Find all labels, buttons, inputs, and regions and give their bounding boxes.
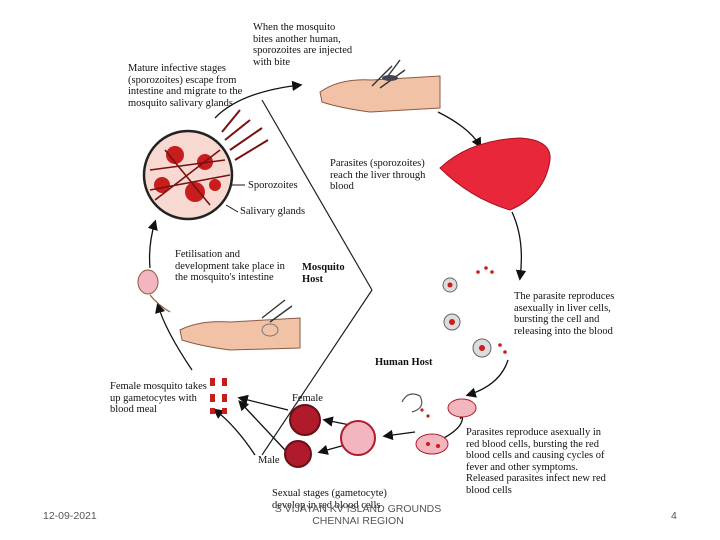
arrow-up-to-intestine [155, 302, 193, 371]
arrow-rbc-to-cell [382, 429, 416, 441]
rbc-large-cell [340, 420, 376, 456]
arrow-liver-to-cells [511, 211, 527, 281]
arrow-intestine-to-glands [147, 219, 158, 269]
label-mosquito-host: Mosquito Host [302, 262, 345, 285]
rbc-cells-illustration [401, 393, 477, 455]
label-mature: Mature infective stages (sporozoites) es… [128, 63, 243, 109]
label-sexual-stages: Sexual stages (gametocyte) develop in re… [272, 488, 387, 511]
label-female: Female [292, 393, 323, 404]
label-male: Male [258, 455, 280, 466]
liver-illustration [439, 137, 551, 211]
host-divider [261, 99, 373, 291]
label-salivary-glands: Salivary glands [240, 206, 306, 217]
liver-cells-illustration [442, 266, 507, 358]
salivary-gland-illustration [142, 109, 269, 221]
footer-date: 12-09-2021 [43, 510, 97, 522]
arrow-glands-to-bite [214, 80, 303, 119]
label-rbc-reproduction: Parasites reproduce asexually in red blo… [466, 427, 606, 496]
arrow-cell-to-male [317, 444, 346, 455]
arrow-liver-to-rbc [465, 359, 509, 398]
arrow-male-to-mosq [238, 400, 286, 451]
label-fertilisation: Fetilisation and development take place … [175, 249, 285, 283]
lower-hand-illustration [179, 299, 301, 351]
label-sporozoites: Sporozoites [248, 180, 298, 191]
female-gametocyte-cell [289, 404, 321, 436]
arrow-cell-to-female [322, 416, 351, 427]
footer-org: S VIJAYAN KV ISLAND GROUNDS CHENNAI REGI… [274, 503, 442, 527]
top-hand-illustration [319, 59, 441, 113]
label-liver-reproduction: The parasite reproduces asexually in liv… [514, 291, 615, 337]
male-gametocyte-cell [284, 440, 312, 468]
gametocytes-illustration [210, 378, 227, 414]
footer-page-number: 4 [671, 510, 677, 522]
arrow-finger-to-female [212, 408, 256, 456]
arrow-bite-to-liver [437, 111, 482, 149]
label-human-host: Human Host [375, 357, 433, 368]
label-bite: When the mosquito bites another human, s… [253, 22, 353, 68]
label-female-mosquito: Female mosquito takes up gametocytes wit… [110, 381, 207, 415]
host-divider-lower [261, 289, 373, 456]
arrow-female-to-mosq [237, 394, 289, 411]
intestine-cell-illustration [137, 269, 171, 313]
label-liver: Parasites (sporozoites) reach the liver … [330, 158, 426, 192]
